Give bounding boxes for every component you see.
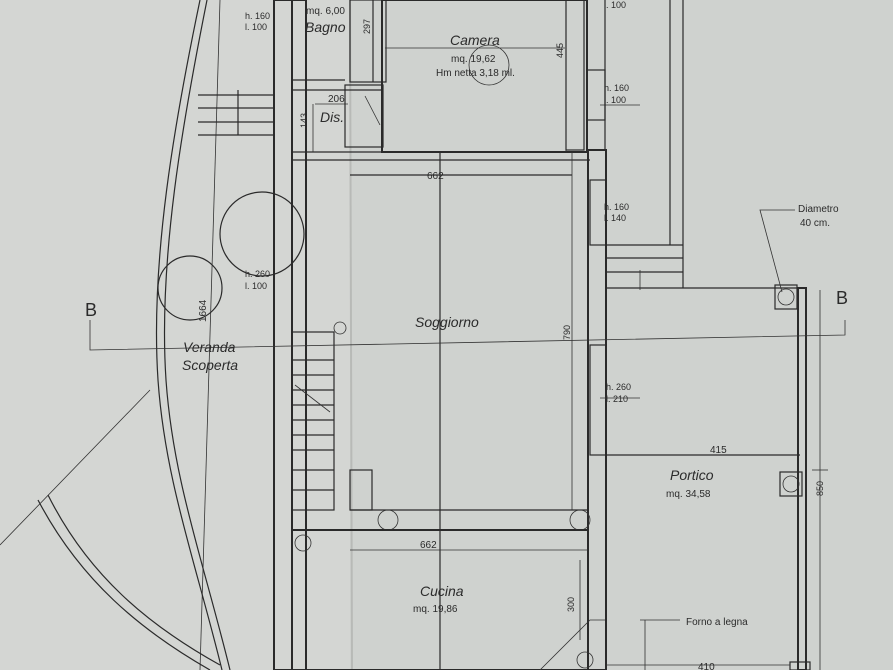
veranda-label-line1: Veranda — [183, 339, 236, 355]
dim-410: 410 — [698, 662, 715, 670]
portico-door-l: l. 210 — [606, 394, 628, 404]
camera-label: Camera — [450, 32, 500, 48]
dim-1664: 1664 — [198, 299, 209, 322]
portico-label: Portico — [670, 467, 714, 483]
dim-790: 790 — [562, 325, 572, 340]
veranda-window-l: l. 100 — [245, 281, 267, 291]
bagno-window-h: h. 160 — [245, 11, 270, 21]
camera-height: Hm netta 3,18 ml. — [436, 68, 515, 79]
dim-415: 415 — [710, 445, 727, 456]
portico-area: mq. 34,58 — [666, 489, 711, 500]
bagno-area: mq. 6,00 — [306, 6, 345, 17]
dim-662-bottom: 662 — [420, 540, 437, 551]
dim-143: 143 — [299, 113, 309, 128]
camera-area: mq. 19,62 — [451, 54, 496, 65]
camera-window2-h: h. 160 — [604, 83, 629, 93]
diametro-label: Diametro — [798, 204, 839, 215]
section-marker-right: B — [836, 288, 848, 308]
cucina-label: Cucina — [420, 583, 464, 599]
veranda-label-line2: Scoperta — [182, 357, 238, 373]
soggiorno-window-l: l. 140 — [604, 213, 626, 223]
dim-206: 206 — [328, 94, 345, 105]
forno-label: Forno a legna — [686, 617, 748, 628]
cucina-area: mq. 19,86 — [413, 604, 458, 615]
dim-850: 850 — [815, 481, 825, 496]
portico-door-h: h. 260 — [606, 382, 631, 392]
veranda-window-h: h. 260 — [245, 269, 270, 279]
soggiorno-window-h: h. 160 — [604, 202, 629, 212]
camera-window2-l: l. 100 — [604, 95, 626, 105]
diametro-value: 40 cm. — [800, 218, 830, 229]
bagno-label: Bagno — [305, 19, 346, 35]
soggiorno-label: Soggiorno — [415, 314, 479, 330]
camera-window-l: l. 100 — [604, 0, 626, 10]
dis-label: Dis. — [320, 109, 344, 125]
bagno-window-l: l. 100 — [245, 22, 267, 32]
section-marker-left: B — [85, 300, 97, 320]
dim-300: 300 — [566, 597, 576, 612]
dim-445: 445 — [555, 43, 565, 58]
dim-297: 297 — [362, 19, 372, 34]
dim-662-top: 662 — [427, 171, 444, 182]
